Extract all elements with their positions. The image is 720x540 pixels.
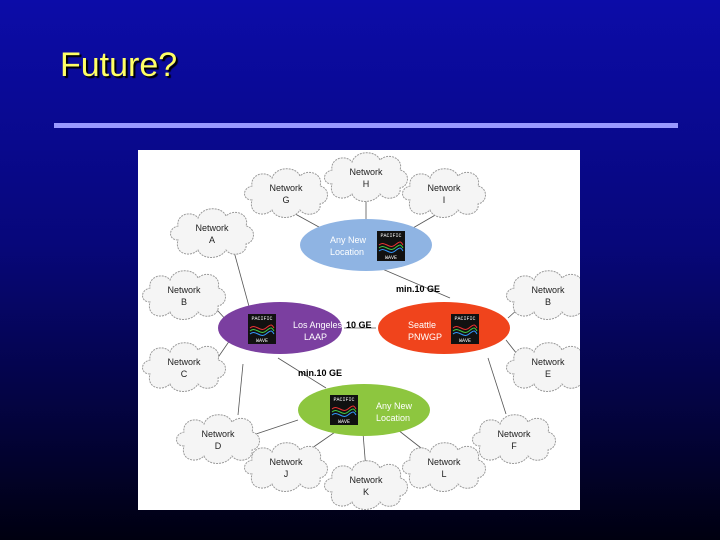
node-any-new-location-top: Any New Location PACIFIC WAVE bbox=[300, 219, 432, 271]
cloud-network-a: Network A bbox=[170, 208, 254, 258]
logo-top-text: PACIFIC bbox=[251, 316, 272, 322]
cloud-b-right-line2: B bbox=[545, 297, 551, 307]
cloud-g-line1: Network bbox=[269, 183, 303, 193]
node-top-line1: Any New bbox=[330, 235, 367, 245]
cloud-d-line1: Network bbox=[201, 429, 235, 439]
logo-top-text: PACIFIC bbox=[454, 316, 475, 322]
cloud-g-line2: G bbox=[282, 195, 289, 205]
logo-top-text: PACIFIC bbox=[333, 397, 354, 403]
cloud-network-j: Network J bbox=[244, 442, 328, 492]
node-seattle-line1: Seattle bbox=[408, 320, 436, 330]
logo-bottom-text: WAVE bbox=[459, 338, 471, 344]
network-diagram-svg: Network H Network G Network I Network A … bbox=[142, 152, 580, 510]
cloud-e-line2: E bbox=[545, 369, 551, 379]
cloud-network-h: Network H bbox=[324, 152, 408, 202]
cloud-c-line2: C bbox=[181, 369, 188, 379]
cloud-a-line2: A bbox=[209, 235, 215, 245]
cloud-network-i: Network I bbox=[402, 168, 486, 218]
pacific-wave-logo-icon: PACIFIC WAVE bbox=[450, 313, 480, 345]
cloud-h-line1: Network bbox=[349, 167, 383, 177]
cloud-b-left-line2: B bbox=[181, 297, 187, 307]
cloud-network-l: Network L bbox=[402, 442, 486, 492]
cloud-e-line1: Network bbox=[531, 357, 565, 367]
cloud-network-k: Network K bbox=[324, 460, 408, 510]
cloud-j-line1: Network bbox=[269, 457, 303, 467]
slide-title: Future? bbox=[60, 46, 178, 84]
cloud-network-d: Network D bbox=[176, 414, 260, 464]
cloud-network-f: Network F bbox=[472, 414, 556, 464]
cloud-c-line1: Network bbox=[167, 357, 201, 367]
node-bottom-line1: Any New bbox=[376, 401, 413, 411]
node-bottom-line2: Location bbox=[376, 413, 410, 423]
network-diagram: Network H Network G Network I Network A … bbox=[138, 150, 580, 510]
cloud-f-line1: Network bbox=[497, 429, 531, 439]
node-la-line2: LAAP bbox=[304, 332, 327, 342]
cloud-d-line2: D bbox=[215, 441, 222, 451]
node-seattle-pnwgp: Seattle PNWGP PACIFIC WAVE bbox=[378, 302, 510, 354]
cloud-l-line1: Network bbox=[427, 457, 461, 467]
node-la-line1: Los Angeles bbox=[293, 320, 343, 330]
node-any-new-location-bottom: Any New Location PACIFIC WAVE bbox=[298, 384, 430, 436]
cloud-a-line1: Network bbox=[195, 223, 229, 233]
link-label-la-bottom: min.10 GE bbox=[298, 368, 342, 378]
logo-bottom-text: WAVE bbox=[338, 419, 350, 425]
pacific-wave-logo-icon: PACIFIC WAVE bbox=[329, 394, 359, 426]
node-seattle-ellipse bbox=[378, 302, 510, 354]
node-seattle-line2: PNWGP bbox=[408, 332, 442, 342]
logo-top-text: PACIFIC bbox=[380, 233, 401, 239]
link-label-la-seattle: 10 GE bbox=[346, 320, 372, 330]
cloud-k-line1: Network bbox=[349, 475, 383, 485]
cloud-b-right-line1: Network bbox=[531, 285, 565, 295]
cloud-b-left-line1: Network bbox=[167, 285, 201, 295]
cloud-h-line2: H bbox=[363, 179, 370, 189]
logo-bottom-text: WAVE bbox=[385, 255, 397, 261]
node-top-ellipse bbox=[300, 219, 432, 271]
cloud-network-c: Network C bbox=[142, 342, 226, 392]
cloud-network-b-left: Network B bbox=[142, 270, 226, 320]
cloud-i-line1: Network bbox=[427, 183, 461, 193]
title-divider bbox=[54, 123, 678, 128]
cloud-j-line2: J bbox=[284, 469, 289, 479]
cloud-f-line2: F bbox=[511, 441, 517, 451]
cloud-l-line2: L bbox=[441, 469, 446, 479]
node-top-line2: Location bbox=[330, 247, 364, 257]
cloud-i-line2: I bbox=[443, 195, 446, 205]
cloud-network-g: Network G bbox=[244, 168, 328, 218]
cloud-network-e: Network E bbox=[506, 342, 580, 392]
pacific-wave-logo-icon: PACIFIC WAVE bbox=[376, 230, 406, 262]
node-los-angeles-laap: Los Angeles LAAP PACIFIC WAVE bbox=[218, 302, 343, 354]
logo-bottom-text: WAVE bbox=[256, 338, 268, 344]
pacific-wave-logo-icon: PACIFIC WAVE bbox=[247, 313, 277, 345]
link-label-top-seattle: min.10 GE bbox=[396, 284, 440, 294]
cloud-network-b-right: Network B bbox=[506, 270, 580, 320]
cloud-k-line2: K bbox=[363, 487, 369, 497]
